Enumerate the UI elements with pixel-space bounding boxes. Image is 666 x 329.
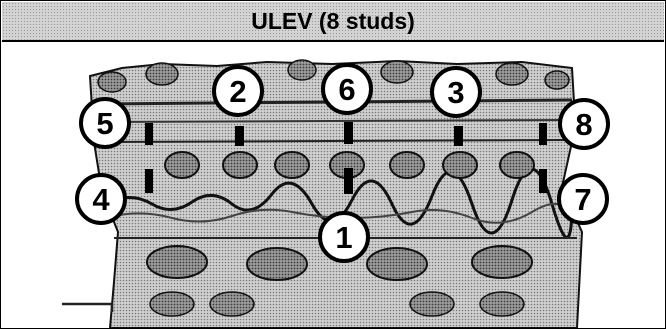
callout-2: 2 <box>212 65 264 117</box>
callout-8-label: 8 <box>575 107 592 142</box>
stud-4 <box>145 169 153 193</box>
callout-5-label: 5 <box>96 106 113 141</box>
callout-4-label: 4 <box>92 182 110 217</box>
callout-3: 3 <box>430 66 482 118</box>
callout-7: 7 <box>557 173 609 225</box>
stud-8 <box>539 123 547 145</box>
figure-title: ULEV (8 studs) <box>251 8 415 34</box>
stud-7 <box>539 169 547 193</box>
callout-3-label: 3 <box>447 75 464 110</box>
callout-2-label: 2 <box>229 74 246 109</box>
callout-8: 8 <box>558 98 610 150</box>
stud-2 <box>235 126 244 146</box>
stud-3 <box>454 126 463 146</box>
cylinder-head-illustration: 5 2 6 3 8 4 7 1 <box>62 59 610 328</box>
callout-1-label: 1 <box>335 220 352 255</box>
valve-ports <box>164 151 535 179</box>
callout-1: 1 <box>318 211 370 263</box>
callout-6: 6 <box>321 63 373 115</box>
figure-header: ULEV (8 studs) <box>2 2 664 42</box>
callout-6-label: 6 <box>338 72 355 107</box>
camshaft-bosses <box>97 59 570 93</box>
stud-6 <box>344 122 353 144</box>
studs <box>145 122 547 194</box>
stud-5 <box>145 123 153 145</box>
callout-7-label: 7 <box>574 182 591 217</box>
bracket-line <box>62 302 114 312</box>
combustion-chambers <box>146 245 533 317</box>
callout-4: 4 <box>75 173 127 225</box>
callout-5: 5 <box>79 97 131 149</box>
stud-1 <box>344 168 353 194</box>
